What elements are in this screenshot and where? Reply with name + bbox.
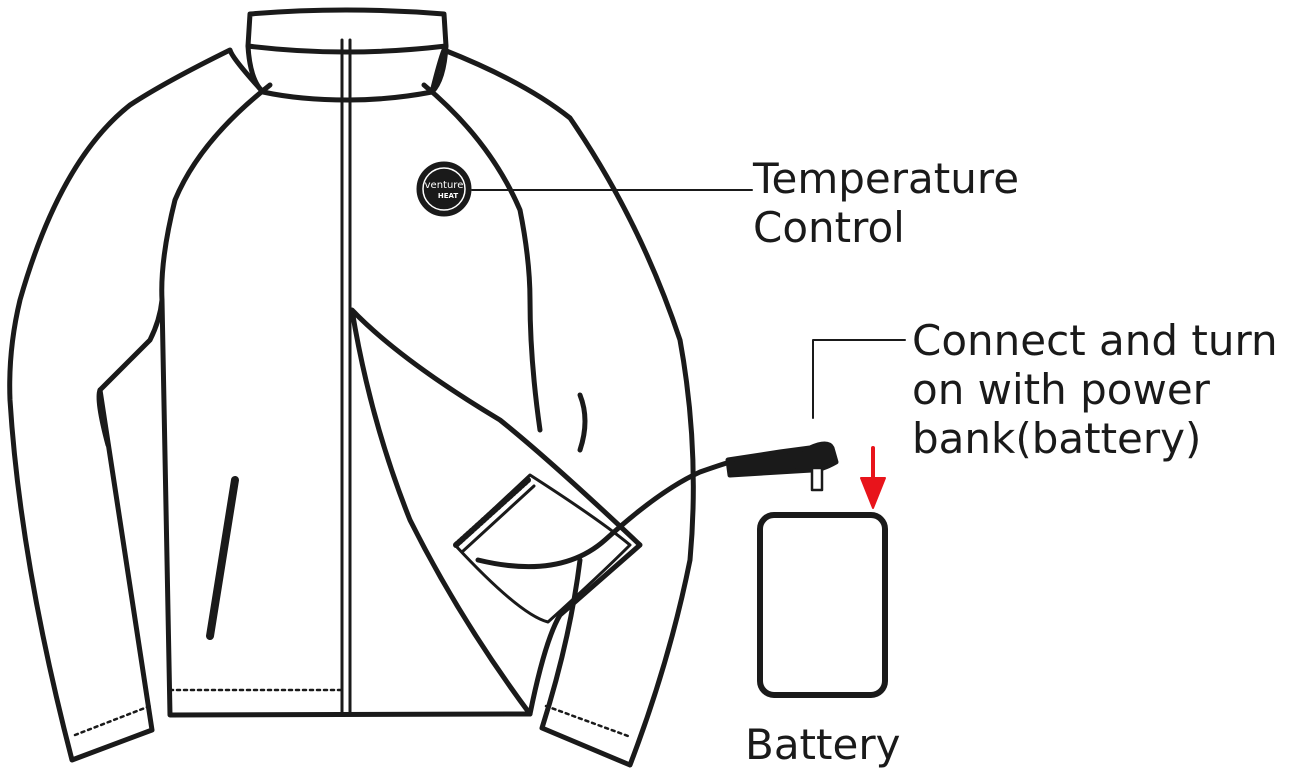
jacket-body (96, 82, 588, 718)
connect-instruction-line: Connect and turn (912, 316, 1278, 365)
jacket-zipper (340, 38, 352, 716)
battery-label: Battery (745, 720, 901, 769)
brand-logo-line2: HEAT (438, 192, 459, 200)
power-cable (475, 459, 733, 570)
connect-instruction-leader (812, 339, 906, 419)
temperature-control-label-line: Control (753, 203, 905, 252)
insert-arrow-icon (860, 446, 886, 509)
power-plug (725, 441, 839, 492)
temperature-control-label-line: Temperature (753, 154, 1020, 203)
battery-pack (757, 512, 888, 698)
temperature-control-button: venture HEAT (416, 161, 472, 217)
jacket-collar (245, 7, 449, 103)
connect-instruction-line: bank(battery) (912, 414, 1202, 463)
temperature-control-label: Temperature Control (753, 154, 1019, 252)
jacket-right-sleeve (429, 47, 696, 768)
inner-pocket-flap (349, 307, 643, 717)
brand-logo-line1: venture (425, 180, 464, 191)
connect-instruction-line: on with power (912, 365, 1210, 414)
connect-instruction-label: Connect and turn on with power bank(batt… (912, 316, 1278, 463)
jacket-left-sleeve (7, 47, 266, 763)
